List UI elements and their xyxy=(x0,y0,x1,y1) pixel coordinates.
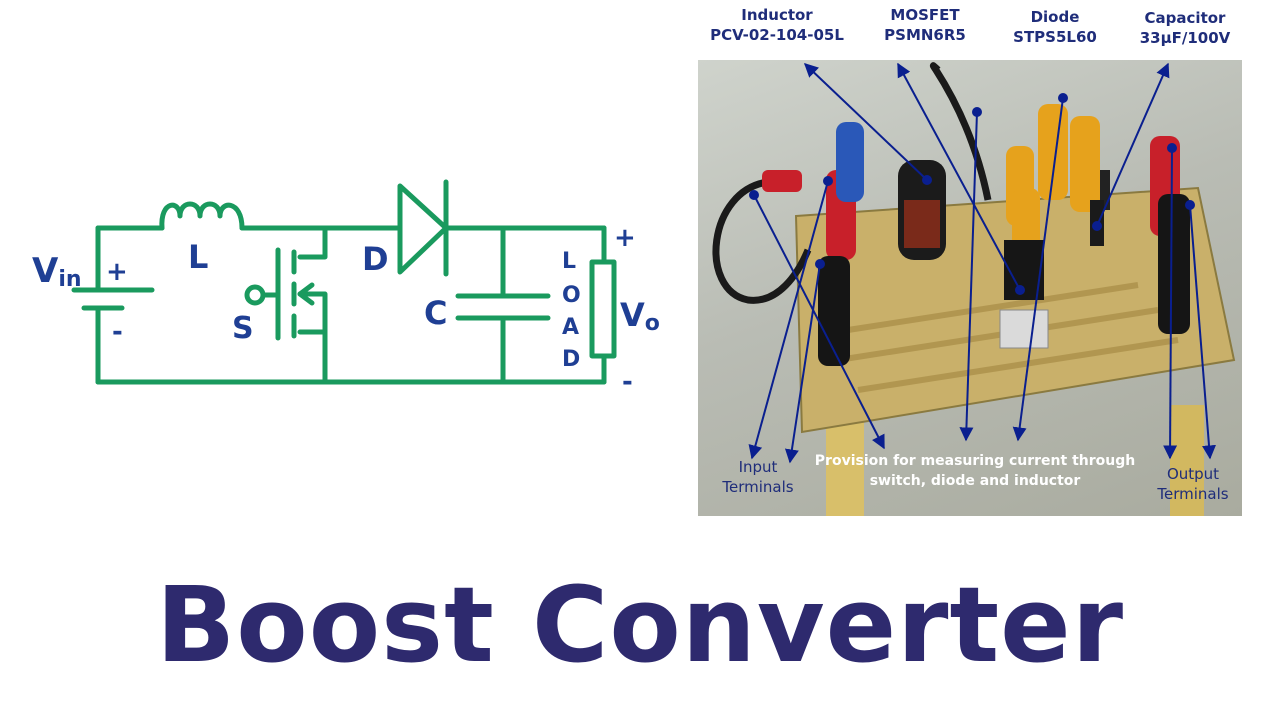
output-callout-line1: Output xyxy=(1166,465,1220,483)
inductor-callout-title: Inductor xyxy=(741,6,813,24)
inductor-callout: Inductor PCV-02-104-05L xyxy=(702,5,852,45)
provision-callout-line1: Provision for measuring current through xyxy=(814,453,1136,469)
vo-minus: - xyxy=(622,367,633,397)
inductor-coil xyxy=(159,201,245,231)
page-title: Boost Converter xyxy=(156,564,1124,686)
mosfet-callout: MOSFET PSMN6R5 xyxy=(870,5,980,45)
capacitor-callout-part: 33μF/100V xyxy=(1139,29,1231,47)
vin-label: Vin xyxy=(32,251,82,292)
diode-triangle xyxy=(397,183,449,275)
capacitor-callout-title: Capacitor xyxy=(1144,9,1226,27)
gate-terminal xyxy=(244,284,266,306)
diode-callout-title: Diode xyxy=(1030,8,1080,26)
inductor-callout-part: PCV-02-104-05L xyxy=(710,26,844,44)
load-letter-o: O xyxy=(562,283,581,308)
boost-converter-schematic: Vin + - L S D C L O A D + Vo - xyxy=(32,179,660,397)
load-letter-d: D xyxy=(562,347,580,372)
load-resistor xyxy=(589,259,617,359)
vo-plus: + xyxy=(614,223,636,253)
input-terminals-callout: Input Terminals xyxy=(710,457,806,497)
provision-callout: Provision for measuring current through … xyxy=(806,451,1144,491)
vo-label: Vo xyxy=(620,296,660,336)
diode-label: D xyxy=(362,240,389,278)
mosfet-source xyxy=(297,329,328,385)
input-cable xyxy=(712,178,812,304)
load-letter-a: A xyxy=(562,315,579,340)
mosfet-drain xyxy=(297,225,328,260)
mosfet-callout-part: PSMN6R5 xyxy=(884,26,966,44)
inductor-label: L xyxy=(188,238,208,276)
switch-label: S xyxy=(232,311,254,346)
vin-plus: + xyxy=(106,257,128,287)
capacitor-label: C xyxy=(424,294,447,332)
load-letter-l: L xyxy=(562,249,576,274)
mosfet-arrow xyxy=(297,282,315,306)
diode-callout-part: STPS5L60 xyxy=(1013,28,1097,46)
vin-minus: - xyxy=(112,317,123,347)
mosfet-body-line xyxy=(297,291,328,335)
mosfet-part xyxy=(1004,240,1044,300)
hardware-photo xyxy=(698,60,1242,516)
hardware-drawing xyxy=(712,62,1236,516)
provision-callout-line2: switch, diode and inductor xyxy=(869,473,1081,489)
output-terminals-callout: Output Terminals xyxy=(1146,464,1240,504)
diode-part xyxy=(1090,200,1104,246)
diode-callout: Diode STPS5L60 xyxy=(1000,7,1110,47)
mosfet-callout-title: MOSFET xyxy=(890,6,960,24)
input-callout-line2: Terminals xyxy=(722,478,794,496)
capacitor-callout: Capacitor 33μF/100V xyxy=(1130,8,1240,48)
output-callout-line2: Terminals xyxy=(1157,485,1229,503)
input-callout-line1: Input xyxy=(738,458,778,476)
